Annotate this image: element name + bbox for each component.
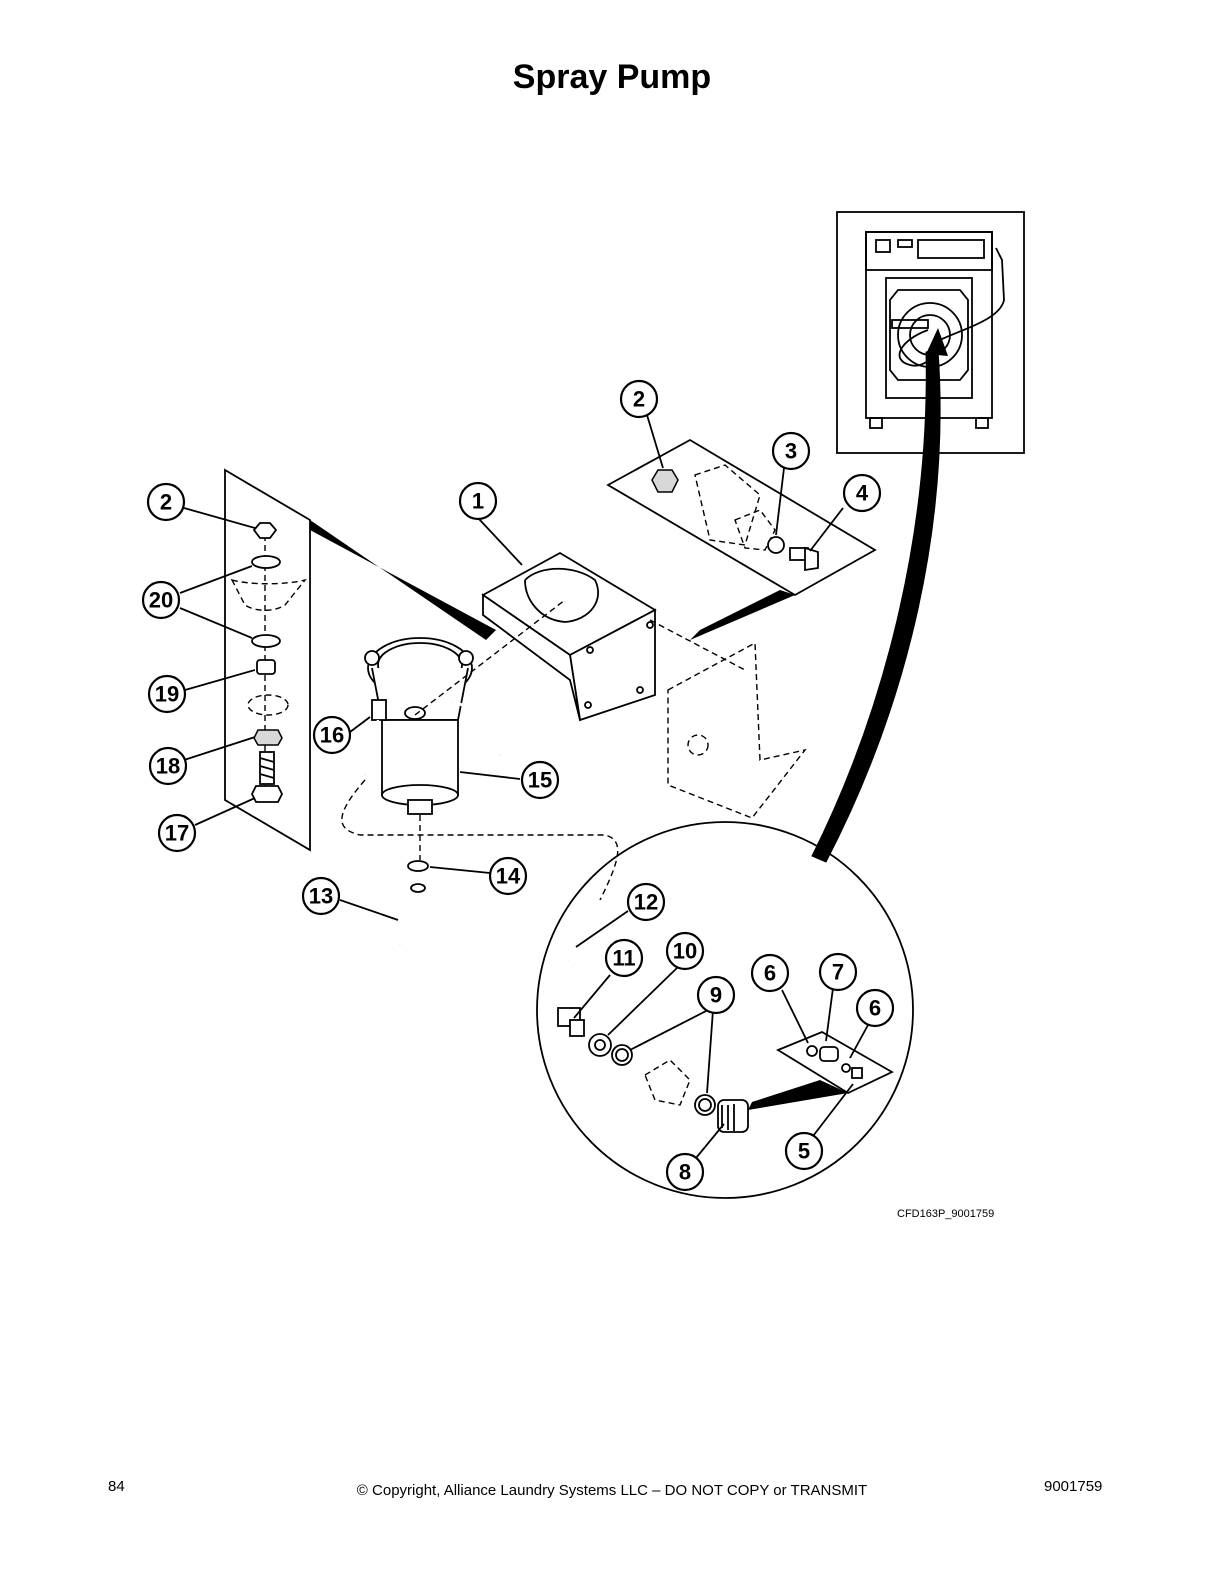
callout-12: 12 — [626, 882, 666, 922]
callout-2-left: 2 — [146, 482, 186, 522]
callout-14: 14 — [488, 856, 528, 896]
callout-5: 5 — [784, 1131, 824, 1171]
page-number: 84 — [108, 1478, 125, 1495]
svg-text:16: 16 — [320, 723, 344, 748]
callout-6-right: 6 — [855, 988, 895, 1028]
svg-text:6: 6 — [764, 961, 776, 986]
page-title: Spray Pump — [512, 58, 712, 96]
hose-and-clamp — [395, 860, 429, 948]
svg-text:9: 9 — [710, 983, 722, 1008]
callout-7: 7 — [818, 952, 858, 992]
callout-4: 4 — [842, 473, 882, 513]
figure-reference: CFD163P_9001759 — [897, 1208, 995, 1220]
document-number: 9001759 — [1044, 1478, 1103, 1495]
pump-bracket — [481, 551, 657, 722]
svg-text:1: 1 — [472, 489, 484, 514]
callout-8: 8 — [665, 1152, 705, 1192]
svg-text:3: 3 — [785, 439, 797, 464]
svg-text:6: 6 — [869, 996, 881, 1021]
svg-text:11: 11 — [612, 946, 635, 971]
svg-text:15: 15 — [528, 768, 552, 793]
callout-20: 20 — [141, 580, 181, 620]
callout-19: 19 — [147, 674, 187, 714]
svg-text:2: 2 — [160, 490, 172, 515]
callout-11: 11 — [604, 938, 644, 978]
detail-circle — [536, 821, 914, 1199]
svg-text:18: 18 — [156, 754, 180, 779]
callout-15: 15 — [520, 760, 560, 800]
back-mount-panel — [606, 438, 877, 819]
svg-text:8: 8 — [679, 1160, 691, 1185]
callout-16: 16 — [312, 715, 352, 755]
svg-text:20: 20 — [149, 588, 173, 613]
svg-text:10: 10 — [673, 939, 697, 964]
callout-6-left: 6 — [750, 953, 790, 993]
svg-text:2: 2 — [633, 387, 645, 412]
svg-text:4: 4 — [856, 481, 869, 506]
svg-text:5: 5 — [798, 1139, 810, 1164]
callout-2-top: 2 — [619, 379, 659, 419]
svg-text:13: 13 — [309, 884, 333, 909]
svg-text:17: 17 — [165, 821, 189, 846]
svg-text:19: 19 — [155, 682, 179, 707]
callout-3: 3 — [771, 431, 811, 471]
copyright-notice: © Copyright, Alliance Laundry Systems LL… — [356, 1482, 868, 1499]
detail-connector-arrow — [811, 349, 941, 863]
callout-9: 9 — [696, 975, 736, 1015]
callout-1: 1 — [458, 481, 498, 521]
svg-text:7: 7 — [832, 960, 844, 985]
callout-10: 10 — [665, 931, 705, 971]
left-mount-panel — [224, 468, 496, 852]
svg-text:14: 14 — [496, 864, 521, 889]
callout-17: 17 — [157, 813, 197, 853]
spray-pump — [341, 599, 619, 901]
svg-text:12: 12 — [634, 890, 658, 915]
callout-18: 18 — [148, 746, 188, 786]
leader-lines — [179, 414, 869, 1159]
callout-13: 13 — [301, 876, 341, 916]
